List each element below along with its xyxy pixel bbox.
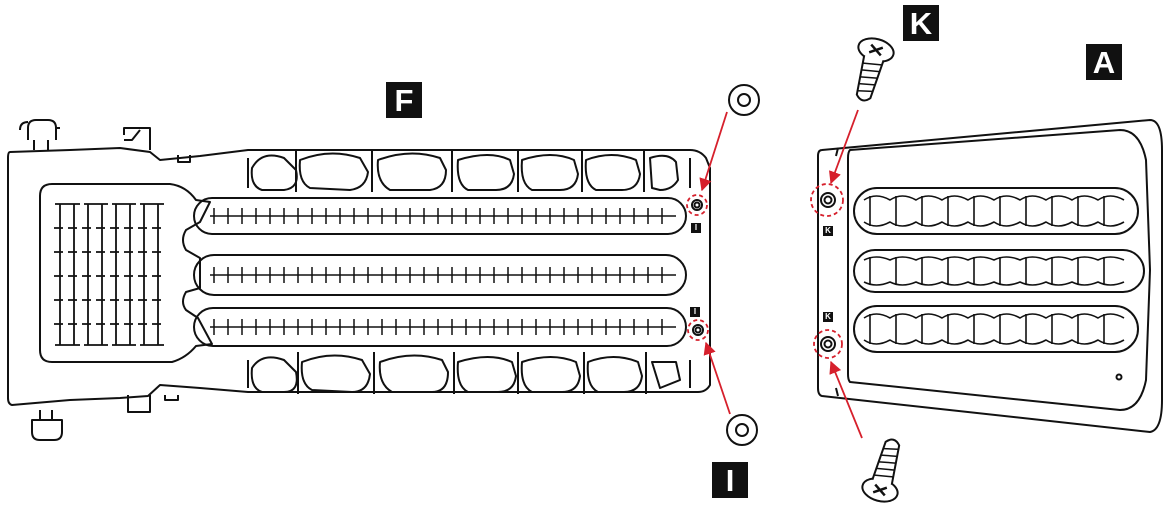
washer-icon [728,84,760,116]
hole-i-lower-label: I [690,307,700,317]
arrow-screw-lower [829,360,863,439]
part-f-plate [7,119,711,441]
part-i-label: I [712,462,748,498]
washer-icon [726,414,758,446]
hole-i-lower-callout [687,319,709,341]
hole-i-upper-callout [686,194,708,216]
part-k-label: K [903,5,939,41]
hole-k-lower-callout [813,329,843,359]
part-f-label: F [386,82,422,118]
screw-icon [855,37,895,102]
hole-k-lower-label: K [823,312,833,322]
arrow-washer-upper [699,111,728,192]
hole-i-upper-label: I [691,223,701,233]
hole-k-upper-callout [810,183,844,217]
hole-k-upper-label: K [823,226,833,236]
screw-icon [861,438,901,503]
arrow-washer-lower [703,341,731,415]
arrow-screw-upper [829,109,859,185]
part-a-plate [817,119,1163,433]
part-a-label: A [1086,44,1122,80]
